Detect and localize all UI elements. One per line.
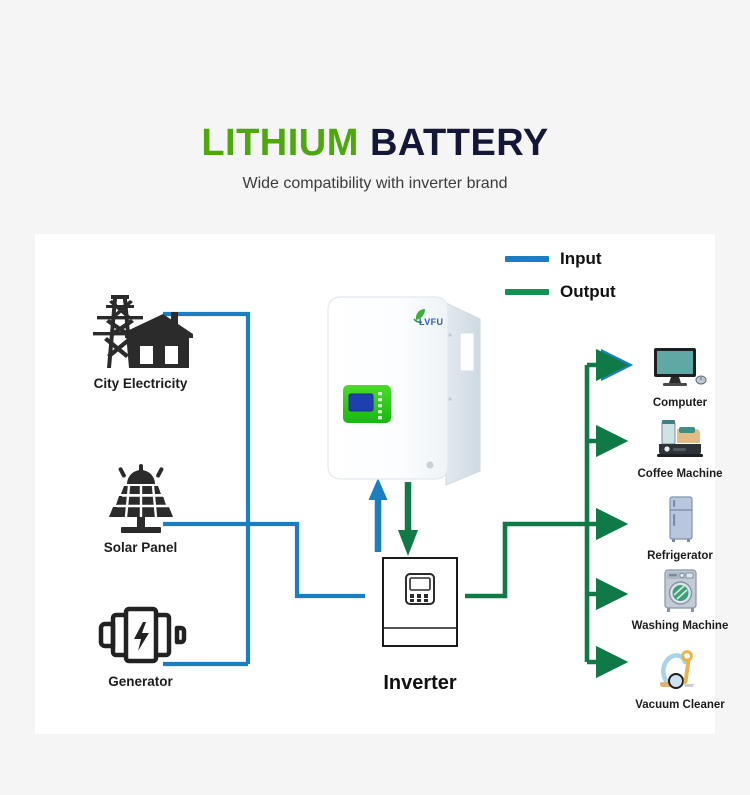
legend-item-input: Input bbox=[505, 246, 616, 272]
source-node-city-electricity: City Electricity bbox=[53, 292, 228, 391]
load-node-vacuum-cleaner: Vacuum Cleaner bbox=[618, 646, 742, 711]
solar-panel-icon bbox=[108, 464, 173, 533]
load-label-computer: Computer bbox=[652, 397, 708, 409]
page-title: LITHIUM BATTERY bbox=[0, 122, 750, 164]
source-label-generator: Generator bbox=[108, 674, 173, 689]
diagram-panel: Input Output bbox=[35, 234, 728, 734]
load-node-computer: Computer bbox=[618, 346, 742, 409]
load-label-vacuum-cleaner: Vacuum Cleaner bbox=[635, 699, 725, 711]
output-line-icon bbox=[505, 289, 549, 295]
generator-icon bbox=[98, 606, 186, 664]
battery-unit: LVFU bbox=[320, 289, 495, 499]
svg-text:LVFU: LVFU bbox=[419, 317, 443, 327]
source-node-solar-panel: Solar Panel bbox=[53, 464, 228, 555]
load-label-refrigerator: Refrigerator bbox=[647, 550, 713, 562]
coffee-machine-icon bbox=[657, 420, 703, 457]
page-subtitle: Wide compatibility with inverter brand bbox=[242, 174, 508, 192]
computer-monitor-icon bbox=[654, 348, 707, 386]
header: LITHIUM BATTERY Wide compatibility with … bbox=[0, 0, 750, 193]
legend: Input Output bbox=[505, 246, 616, 312]
source-label-city-electricity: City Electricity bbox=[93, 376, 188, 391]
title-part-lithium: LITHIUM bbox=[201, 122, 359, 164]
source-node-generator: Generator bbox=[53, 602, 228, 689]
battery-brand-logo: LVFU bbox=[413, 308, 443, 327]
battery-lcd-panel-icon bbox=[343, 385, 391, 423]
load-label-coffee-machine: Coffee Machine bbox=[637, 468, 723, 480]
power-tower-house-icon bbox=[92, 295, 193, 368]
inverter-label: Inverter bbox=[383, 672, 457, 694]
legend-label-output: Output bbox=[560, 282, 616, 301]
load-node-washing-machine: Washing Machine bbox=[618, 567, 742, 632]
load-node-coffee-machine: Coffee Machine bbox=[618, 417, 742, 480]
inverter-icon bbox=[382, 557, 458, 647]
load-label-washing-machine: Washing Machine bbox=[631, 620, 729, 632]
washing-machine-icon bbox=[664, 569, 697, 612]
refrigerator-icon bbox=[669, 496, 693, 542]
inverter-unit: Inverter bbox=[355, 556, 485, 695]
legend-label-input: Input bbox=[560, 249, 602, 268]
legend-item-output: Output bbox=[505, 279, 616, 305]
wall-mounted-battery-icon: LVFU bbox=[327, 296, 481, 486]
title-part-battery: BATTERY bbox=[369, 122, 549, 164]
vacuum-cleaner-icon bbox=[660, 650, 694, 689]
input-line-icon bbox=[505, 256, 549, 262]
source-label-solar-panel: Solar Panel bbox=[103, 540, 178, 555]
load-node-refrigerator: Refrigerator bbox=[618, 495, 742, 562]
output-branches bbox=[587, 348, 629, 679]
